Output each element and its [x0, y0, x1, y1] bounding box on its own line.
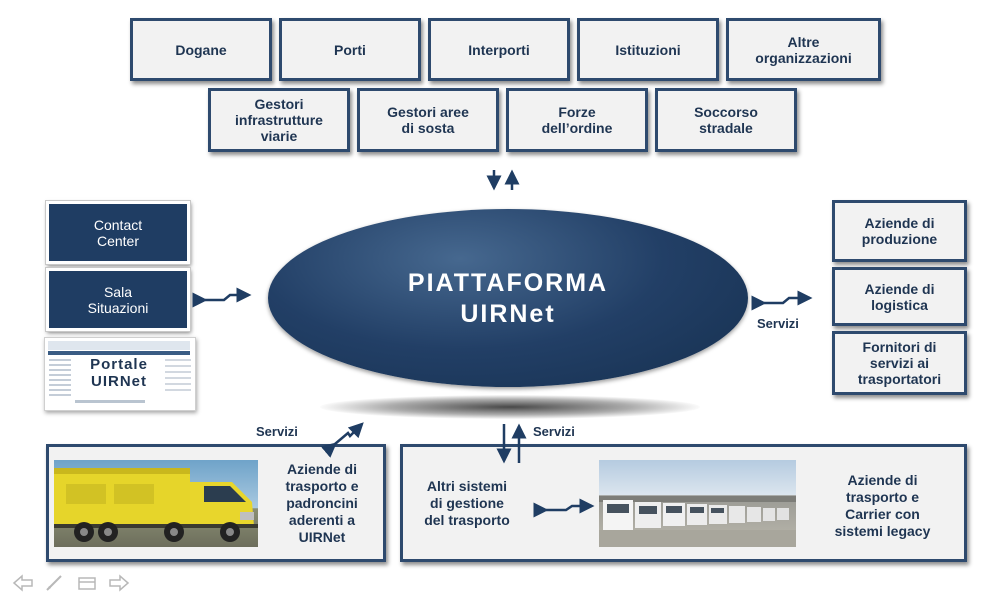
truck-fleet-image	[599, 460, 796, 547]
box-istituzioni: Istituzioni	[577, 18, 719, 81]
piattaforma-title: PIATTAFORMA UIRNet	[268, 268, 748, 330]
label-aziende-trasporto-padroncini: Aziende di trasporto e padroncini aderen…	[285, 461, 359, 545]
box-contact-center: Contact Center	[45, 200, 191, 265]
thumbnail-panel	[165, 359, 191, 393]
servizi-label-right: Servizi	[757, 316, 799, 331]
thumbnail-header-bar	[48, 341, 190, 350]
pen-icon[interactable]	[44, 574, 66, 592]
portale-uirnet-label: Portale UIRNet	[90, 356, 148, 390]
label-aziende-carrier-legacy: Aziende di trasporto e Carrier con siste…	[834, 472, 931, 539]
label-altri-sistemi: Altri sistemi di gestione del trasporto	[424, 478, 510, 528]
box-gestori-infrastrutture: Gestori infrastrutture viarie	[208, 88, 350, 152]
piattaforma-title-line2: UIRNet	[460, 300, 556, 328]
box-aziende-produzione: Aziende di produzione	[832, 200, 967, 262]
box-aziende-logistica: Aziende di logistica	[832, 267, 967, 326]
servizi-label-bottom-center: Servizi	[533, 424, 575, 439]
previous-slide-arrow-icon[interactable]	[12, 574, 34, 592]
box-porti: Porti	[279, 18, 421, 81]
next-slide-arrow-icon[interactable]	[108, 574, 130, 592]
thumbnail-text-lines	[49, 359, 71, 399]
slide-menu-icon[interactable]	[76, 574, 98, 592]
servizi-label-bottom-left: Servizi	[256, 424, 298, 439]
box-interporti: Interporti	[428, 18, 570, 81]
arrow-altri-sistemi-fleet	[533, 498, 595, 518]
box-soccorso-stradale: Soccorso stradale	[655, 88, 797, 152]
arrow-left-double	[192, 287, 252, 308]
thumbnail-footer	[75, 400, 145, 403]
thumbnail-nav-bar	[48, 351, 190, 355]
ellipse-shadow	[320, 395, 700, 419]
arrow-bottom-left-diagonal	[320, 422, 364, 458]
yellow-truck-image	[54, 460, 258, 547]
box-sala-situazioni: Sala Situazioni	[45, 267, 191, 332]
piattaforma-title-line1: PIATTAFORMA	[407, 269, 609, 297]
box-fornitori-servizi: Fornitori di servizi ai trasportatori	[832, 331, 967, 395]
arrow-right-double	[751, 290, 813, 311]
box-altre-organizzazioni: Altre organizzazioni	[726, 18, 881, 81]
box-gestori-aree-sosta: Gestori aree di sosta	[357, 88, 499, 152]
portale-uirnet-thumbnail: Portale UIRNet	[44, 337, 196, 411]
piattaforma-uirnet-ellipse	[268, 209, 748, 387]
box-dogane: Dogane	[130, 18, 272, 81]
box-forze-ordine: Forze dell’ordine	[506, 88, 648, 152]
